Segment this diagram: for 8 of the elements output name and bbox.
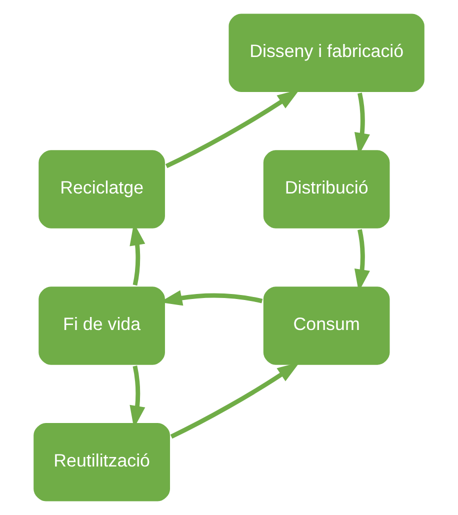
node-box: Disseny i fabricació [226,12,427,94]
node-box: Reciclatge [36,148,168,231]
node-box: Fi de vida [36,284,168,368]
node-box: Distribució [261,148,392,231]
node-box: Consum [261,284,392,368]
node-box: Reutilització [31,420,172,504]
arrow [170,362,300,439]
arrow [165,89,300,168]
